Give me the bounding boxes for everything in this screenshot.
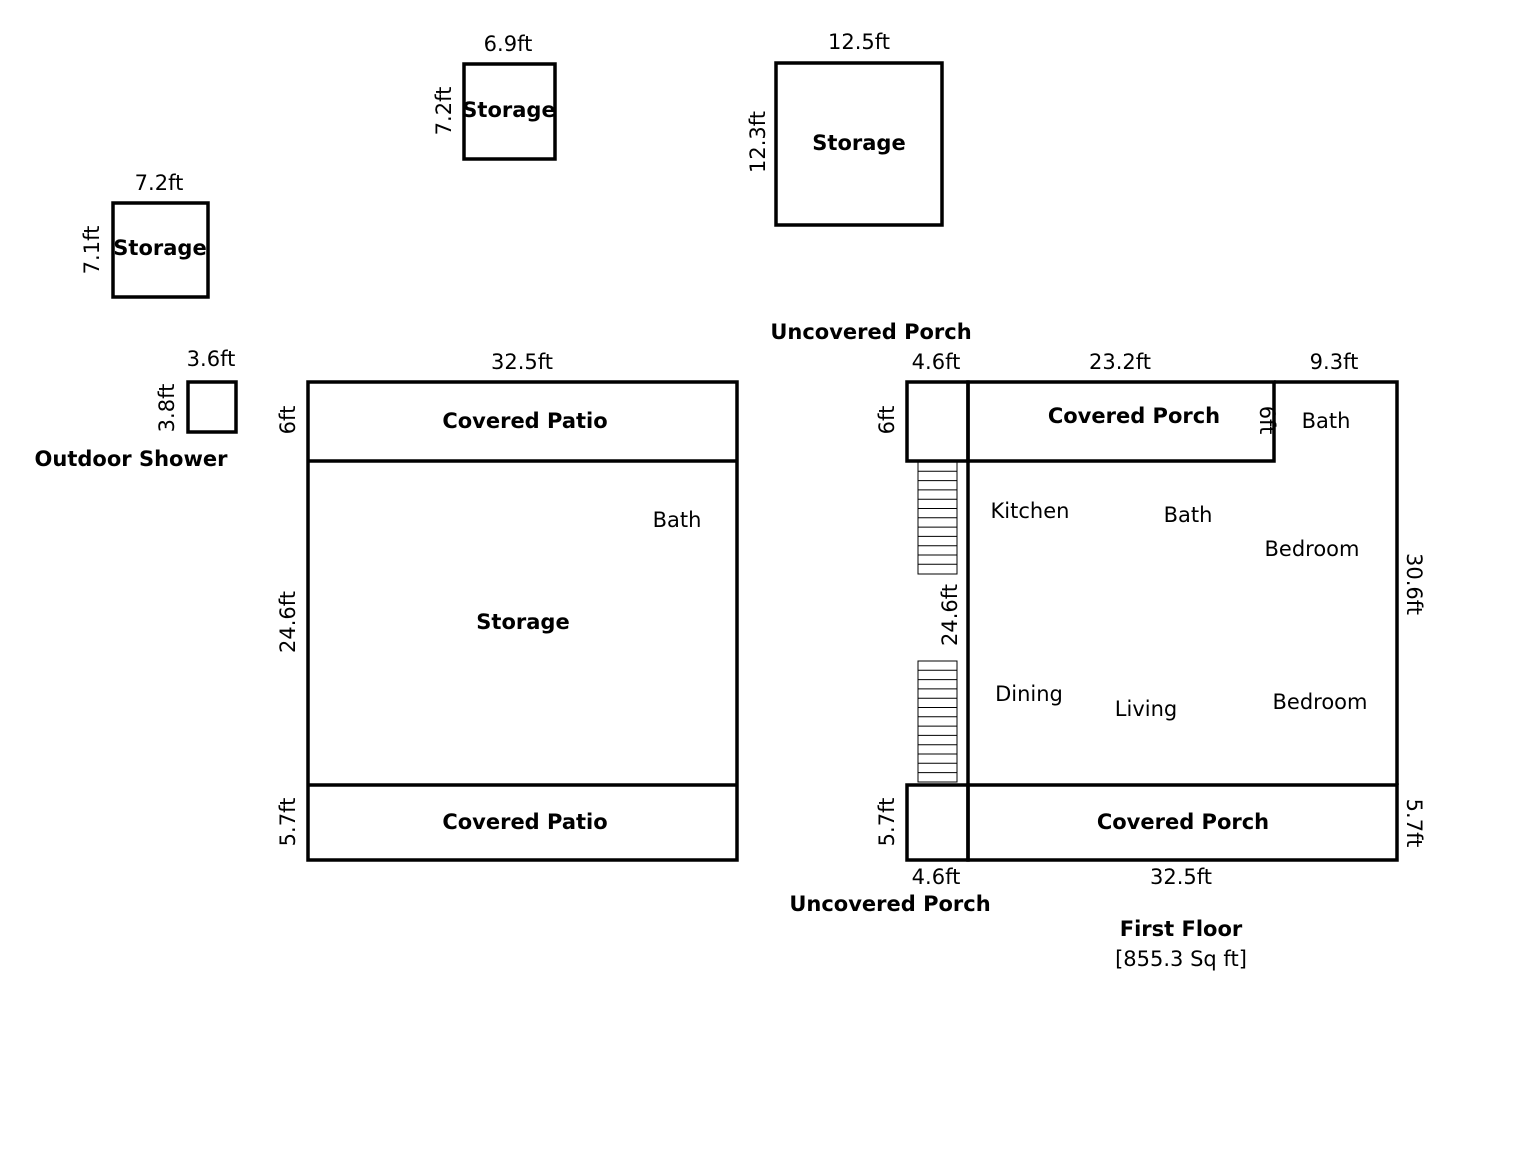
- stairs-lower-outline: [917, 660, 958, 783]
- bottom-covered-porch-outline: [966, 783, 1399, 862]
- bath-center-label: Bath: [1164, 503, 1213, 527]
- storage-small-left-height: 7.1ft: [80, 226, 104, 275]
- storage-building-outline: [306, 380, 739, 862]
- floor-title: First Floor: [1120, 917, 1243, 941]
- storage-building-main-height: 24.6ft: [276, 591, 300, 653]
- dim-bottom-width: 32.5ft: [1150, 865, 1212, 889]
- dim-bottom-left-height: 5.7ft: [875, 798, 899, 847]
- top-uncovered-porch-label: Uncovered Porch: [770, 320, 971, 344]
- covered-porch-bottom-label: Covered Porch: [1097, 810, 1269, 834]
- storage-building-bath-label: Bath: [653, 508, 702, 532]
- outdoor-shower: 3.6ft 3.8ft Outdoor Shower: [35, 347, 238, 471]
- dim-right-height: 30.6ft: [1402, 553, 1426, 615]
- storage-large-top-outline: [774, 61, 944, 227]
- top-covered-porch-outline: [966, 380, 1276, 463]
- bottom-uncovered-porch-outline: [905, 783, 970, 862]
- living-label: Living: [1115, 697, 1177, 721]
- storage-small-left-outline: [111, 201, 210, 299]
- storage-small-mid: Storage 6.9ft 7.2ft: [432, 32, 557, 161]
- storage-small-left: Storage 7.2ft 7.1ft: [80, 171, 210, 299]
- house-right-wall: [1274, 380, 1399, 785]
- storage-building-main-label: Storage: [476, 610, 569, 634]
- dining-label: Dining: [995, 682, 1063, 706]
- dim-left-height: 24.6ft: [938, 584, 962, 646]
- top-patio-label: Covered Patio: [442, 409, 607, 433]
- top-uncovered-porch-outline: [905, 380, 970, 463]
- outdoor-shower-label: Outdoor Shower: [35, 447, 229, 471]
- storage-large-top: Storage 12.5ft 12.3ft: [746, 30, 944, 227]
- dim-top-porch-width: 23.2ft: [1089, 350, 1151, 374]
- dim-top-right-width: 9.3ft: [1310, 350, 1359, 374]
- storage-building-width: 32.5ft: [491, 350, 553, 374]
- storage-building: 32.5ft Covered Patio 6ft Bath Storage 24…: [276, 350, 739, 862]
- storage-small-mid-width: 6.9ft: [484, 32, 533, 56]
- storage-small-left-width: 7.2ft: [135, 171, 184, 195]
- floor-area: [855.3 Sq ft]: [1115, 947, 1247, 971]
- dim-bottom-left-width: 4.6ft: [912, 865, 961, 889]
- dim-porch-right-height: 6ft: [1255, 406, 1279, 435]
- bath-corner-label: Bath: [1302, 409, 1351, 433]
- dim-top-left-height: 6ft: [875, 406, 899, 435]
- bottom-uncovered-porch-label: Uncovered Porch: [789, 892, 990, 916]
- house-plan: Uncovered Porch 4.6ft 23.2ft 9.3ft 6ft 6…: [770, 320, 1426, 971]
- bedroom-2-label: Bedroom: [1273, 690, 1368, 714]
- outdoor-shower-width: 3.6ft: [187, 347, 236, 371]
- bedroom-1-label: Bedroom: [1265, 537, 1360, 561]
- storage-large-top-height: 12.3ft: [746, 111, 770, 173]
- storage-large-top-label: Storage: [812, 131, 905, 155]
- storage-small-left-label: Storage: [113, 236, 206, 260]
- storage-small-mid-label: Storage: [462, 98, 555, 122]
- kitchen-label: Kitchen: [991, 499, 1070, 523]
- stairs-lower: [917, 660, 958, 783]
- bottom-patio-height: 5.7ft: [276, 798, 300, 847]
- storage-large-top-width: 12.5ft: [828, 30, 890, 54]
- covered-porch-top-label: Covered Porch: [1048, 404, 1220, 428]
- bottom-patio-label: Covered Patio: [442, 810, 607, 834]
- stairs-upper: [917, 461, 958, 575]
- top-patio-height: 6ft: [276, 406, 300, 435]
- outdoor-shower-outline: [186, 380, 238, 434]
- dim-bottom-right-height: 5.7ft: [1402, 799, 1426, 848]
- storage-small-mid-outline: [462, 62, 557, 161]
- outdoor-shower-height: 3.8ft: [155, 384, 179, 433]
- dim-top-left-width: 4.6ft: [912, 350, 961, 374]
- storage-small-mid-height: 7.2ft: [432, 87, 456, 136]
